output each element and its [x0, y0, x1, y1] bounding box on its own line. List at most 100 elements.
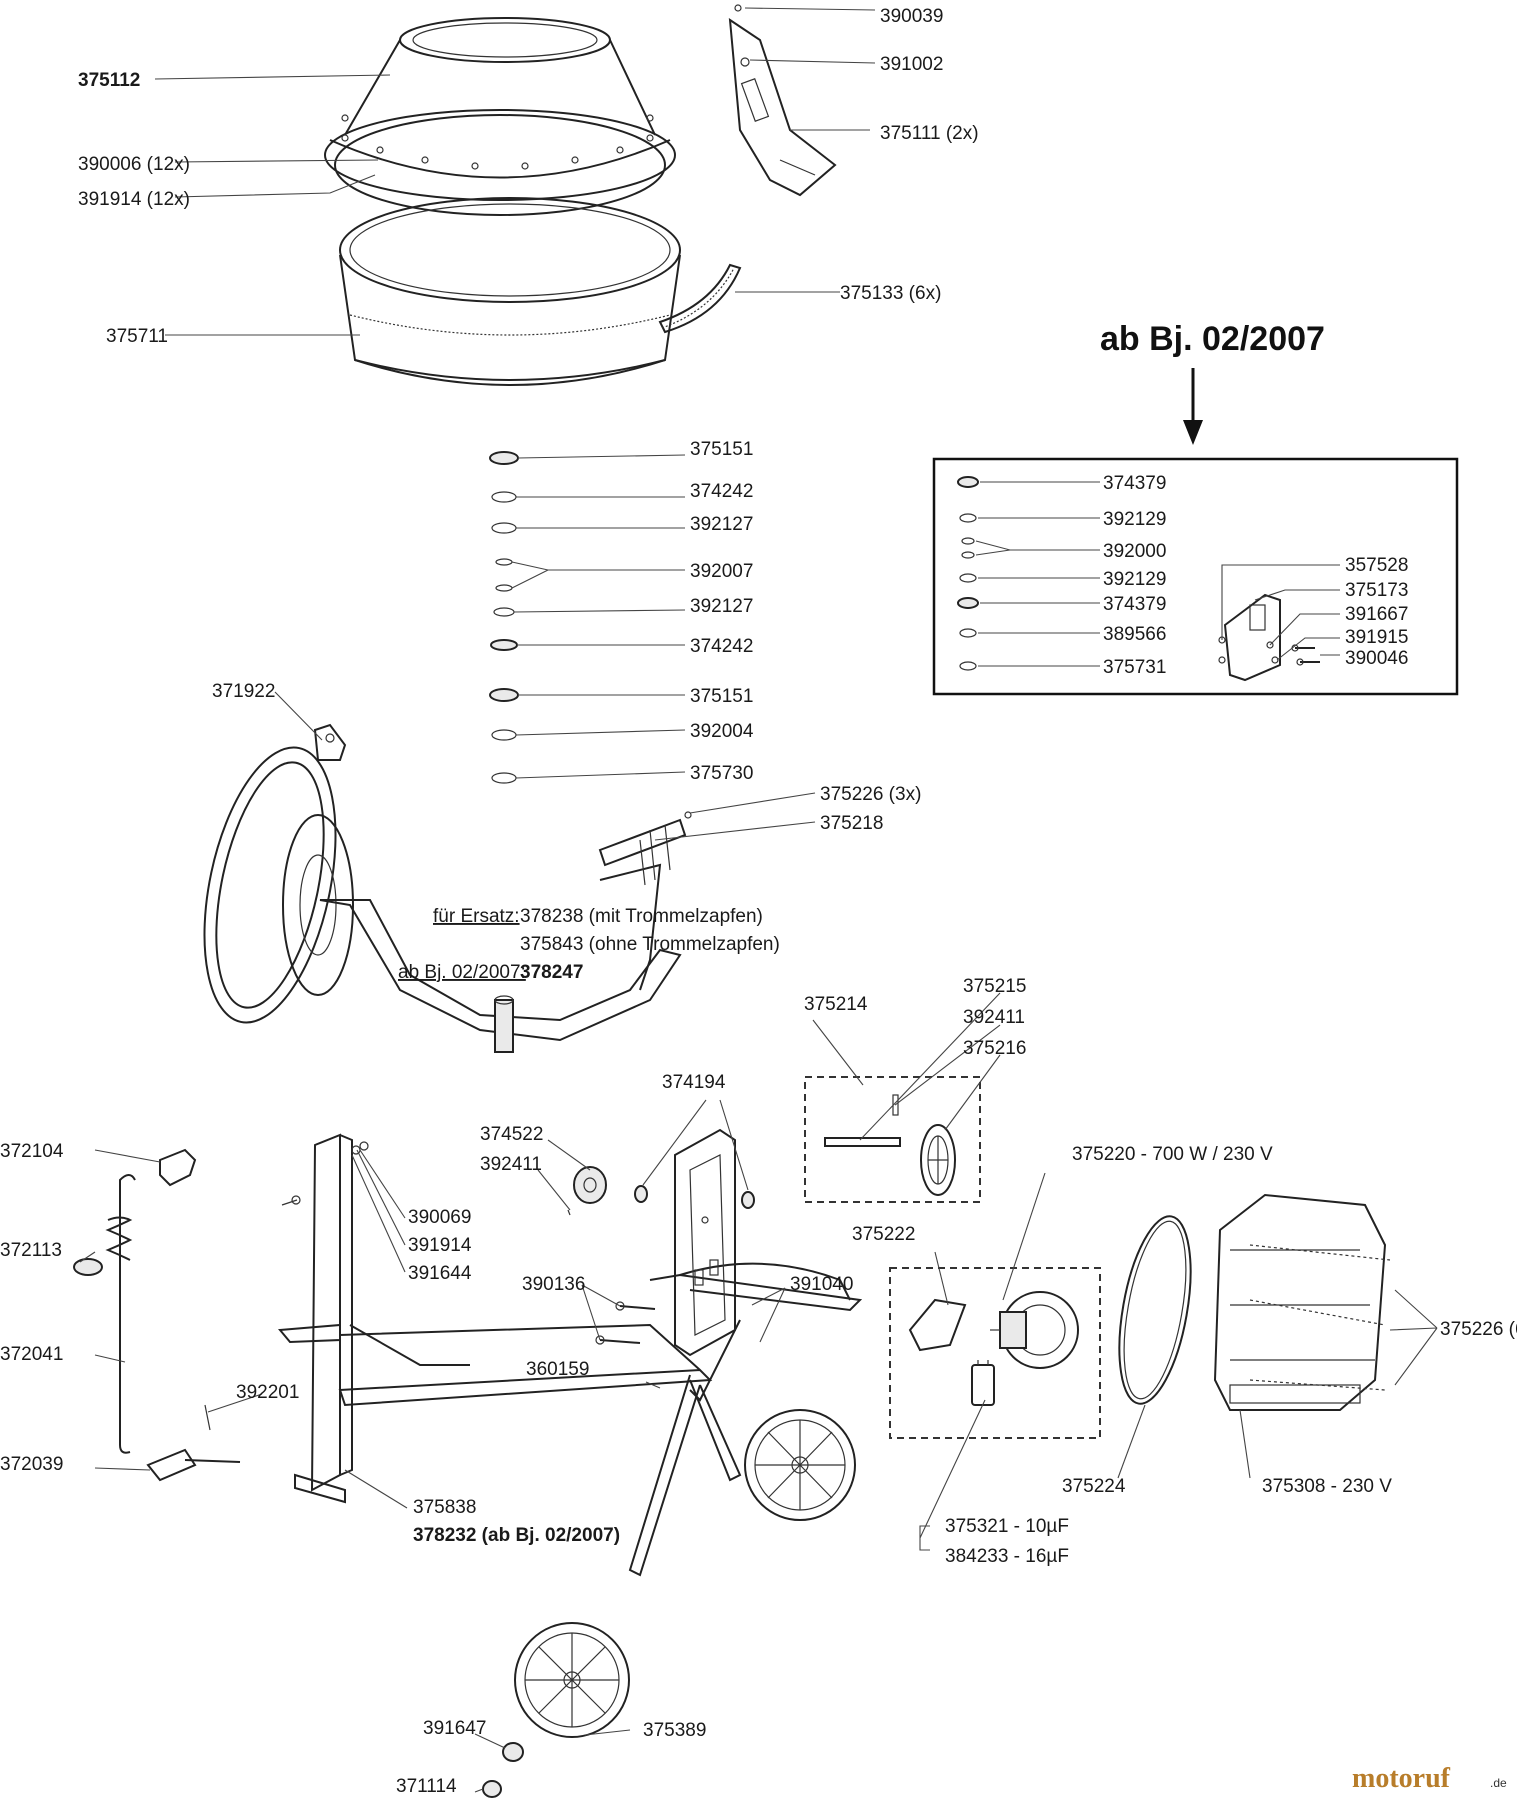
callout-375222: 375222: [852, 1224, 915, 1245]
callout-374242-b: 374242: [690, 636, 753, 657]
handwheel-yoke: [203, 723, 682, 1053]
axle-kit-box: [804, 1076, 981, 1203]
inset-left-labels: 374379 392129 392000 392129 374379 38956…: [1103, 473, 1166, 678]
callout-371114: 371114: [396, 1776, 457, 1797]
callout-375711: 375711: [106, 326, 168, 347]
callout-375111: 375111 (2x): [880, 123, 979, 144]
callout-375133: 375133 (6x): [840, 283, 941, 304]
callout-375838: 375838: [413, 1497, 476, 1518]
section-heading: ab Bj. 02/2007: [1100, 320, 1325, 358]
callout-375220: 375220 - 700 W / 230 V: [1072, 1144, 1273, 1165]
leader-lines: [79, 7, 1438, 1793]
callout-378232: 378232 (ab Bj. 02/2007): [413, 1525, 620, 1546]
callout-375224: 375224: [1062, 1476, 1126, 1497]
callout-375226-3x: 375226 (3x): [820, 784, 921, 805]
callout-372113: 372113: [0, 1240, 62, 1261]
callout-375389: 375389: [643, 1720, 706, 1741]
inset-right-4: 391915: [1345, 627, 1408, 648]
motor-kit-box: [889, 1267, 1101, 1439]
inset-left-2: 392129: [1103, 509, 1166, 530]
callout-375214: 375214: [804, 994, 868, 1015]
inset-right-labels: 357528 375173 391667 391915 390046: [1345, 555, 1408, 669]
inset-right-1: 357528: [1345, 555, 1408, 576]
callout-392201: 392201: [236, 1382, 299, 1403]
callout-375218: 375218: [820, 813, 883, 834]
bracket-375218: [598, 811, 692, 886]
callout-392411-a: 392411: [963, 1007, 1025, 1028]
watermark-brand: motoruf: [1352, 1763, 1451, 1794]
inset-left-7: 375731: [1103, 657, 1166, 678]
stand-frame: [278, 1133, 863, 1577]
watermark-tld: .de: [1490, 1776, 1507, 1790]
drum-top-cone: [324, 17, 676, 216]
callout-390069: 390069: [408, 1207, 471, 1228]
callout-371922: 371922: [212, 681, 275, 702]
callout-375215: 375215: [963, 976, 1026, 997]
inset-left-3: 392000: [1103, 541, 1166, 562]
callout-374194: 374194: [662, 1072, 726, 1093]
inset-left-4: 392129: [1103, 569, 1166, 590]
inset-right-2: 375173: [1345, 580, 1408, 601]
callout-375151-a: 375151: [690, 439, 753, 460]
callout-391040: 391040: [790, 1274, 853, 1295]
callout-392127-a: 392127: [690, 514, 753, 535]
heading-arrow: [1183, 368, 1203, 445]
drum-ring-gear: [339, 197, 681, 386]
inset-left-5: 374379: [1103, 594, 1166, 615]
callout-375226-6x: 375226 (6x): [1440, 1319, 1517, 1340]
hinge-plate: [634, 1128, 755, 1357]
callout-390006: 390006 (12x): [78, 154, 190, 175]
callout-384233: 384233 - 16µF: [945, 1546, 1069, 1567]
callout-391644: 391644: [408, 1263, 472, 1284]
callout-375321: 375321 - 10µF: [945, 1516, 1069, 1537]
drive-belt: [1118, 1215, 1192, 1405]
callout-labels: 375112 390039 391002 375111 (2x) 390006 …: [0, 6, 1517, 1797]
bolts-390136: [595, 1301, 656, 1345]
inset-right-5: 390046: [1345, 648, 1408, 669]
replacement-note: für Ersatz: 378238 (mit Trommelzapfen) 3…: [398, 906, 780, 983]
callout-372041: 372041: [0, 1344, 63, 1365]
callout-391914-12x: 391914 (12x): [78, 189, 190, 210]
frame-wheel: [744, 1409, 856, 1521]
inset-bracket: [1218, 564, 1340, 682]
motor-housing: [1213, 1193, 1391, 1411]
replacement-value-3: 378247: [520, 962, 583, 983]
callout-392411-b: 392411: [480, 1154, 542, 1175]
inset-box: 374379 392129 392000 392129 374379 38956…: [932, 457, 1459, 696]
callout-392004: 392004: [690, 721, 754, 742]
callout-374242-a: 374242: [690, 481, 753, 502]
replacement-label-1: für Ersatz:: [433, 906, 520, 927]
bracket-375111: [728, 4, 837, 197]
hub-parts: [482, 1742, 524, 1798]
callout-375151-b: 375151: [690, 686, 753, 707]
callout-391002: 391002: [880, 54, 943, 75]
pinion-gear: [567, 1166, 607, 1216]
callout-374522: 374522: [480, 1124, 543, 1145]
callout-391914: 391914: [408, 1235, 472, 1256]
callout-390136: 390136: [522, 1274, 585, 1295]
callout-392127-b: 392127: [690, 596, 753, 617]
replacement-value-1: 378238 (mit Trommelzapfen): [520, 906, 763, 927]
gear-segment-375133: [658, 263, 742, 334]
washer-stack: [489, 451, 519, 784]
inset-right-3: 391667: [1345, 604, 1408, 625]
wheel-375389: [514, 1622, 630, 1738]
callout-392007: 392007: [690, 561, 753, 582]
watermark-logo: motoruf .de: [1352, 1763, 1507, 1794]
callout-390039: 390039: [880, 6, 943, 27]
callout-391647: 391647: [423, 1718, 486, 1739]
callout-360159: 360159: [526, 1359, 589, 1380]
brake-lever: [73, 1148, 241, 1482]
inset-left-6: 389566: [1103, 624, 1166, 645]
inset-left-washers: [957, 476, 1100, 671]
callout-372104: 372104: [0, 1141, 64, 1162]
replacement-value-2: 375843 (ohne Trommelzapfen): [520, 934, 780, 955]
callout-375730: 375730: [690, 763, 753, 784]
callout-375216: 375216: [963, 1038, 1026, 1059]
inset-left-1: 374379: [1103, 473, 1166, 494]
callout-375308: 375308 - 230 V: [1262, 1476, 1392, 1497]
callout-375112: 375112: [78, 70, 140, 91]
replacement-label-2: ab Bj. 02/2007:: [398, 962, 526, 983]
callout-372039: 372039: [0, 1454, 63, 1475]
